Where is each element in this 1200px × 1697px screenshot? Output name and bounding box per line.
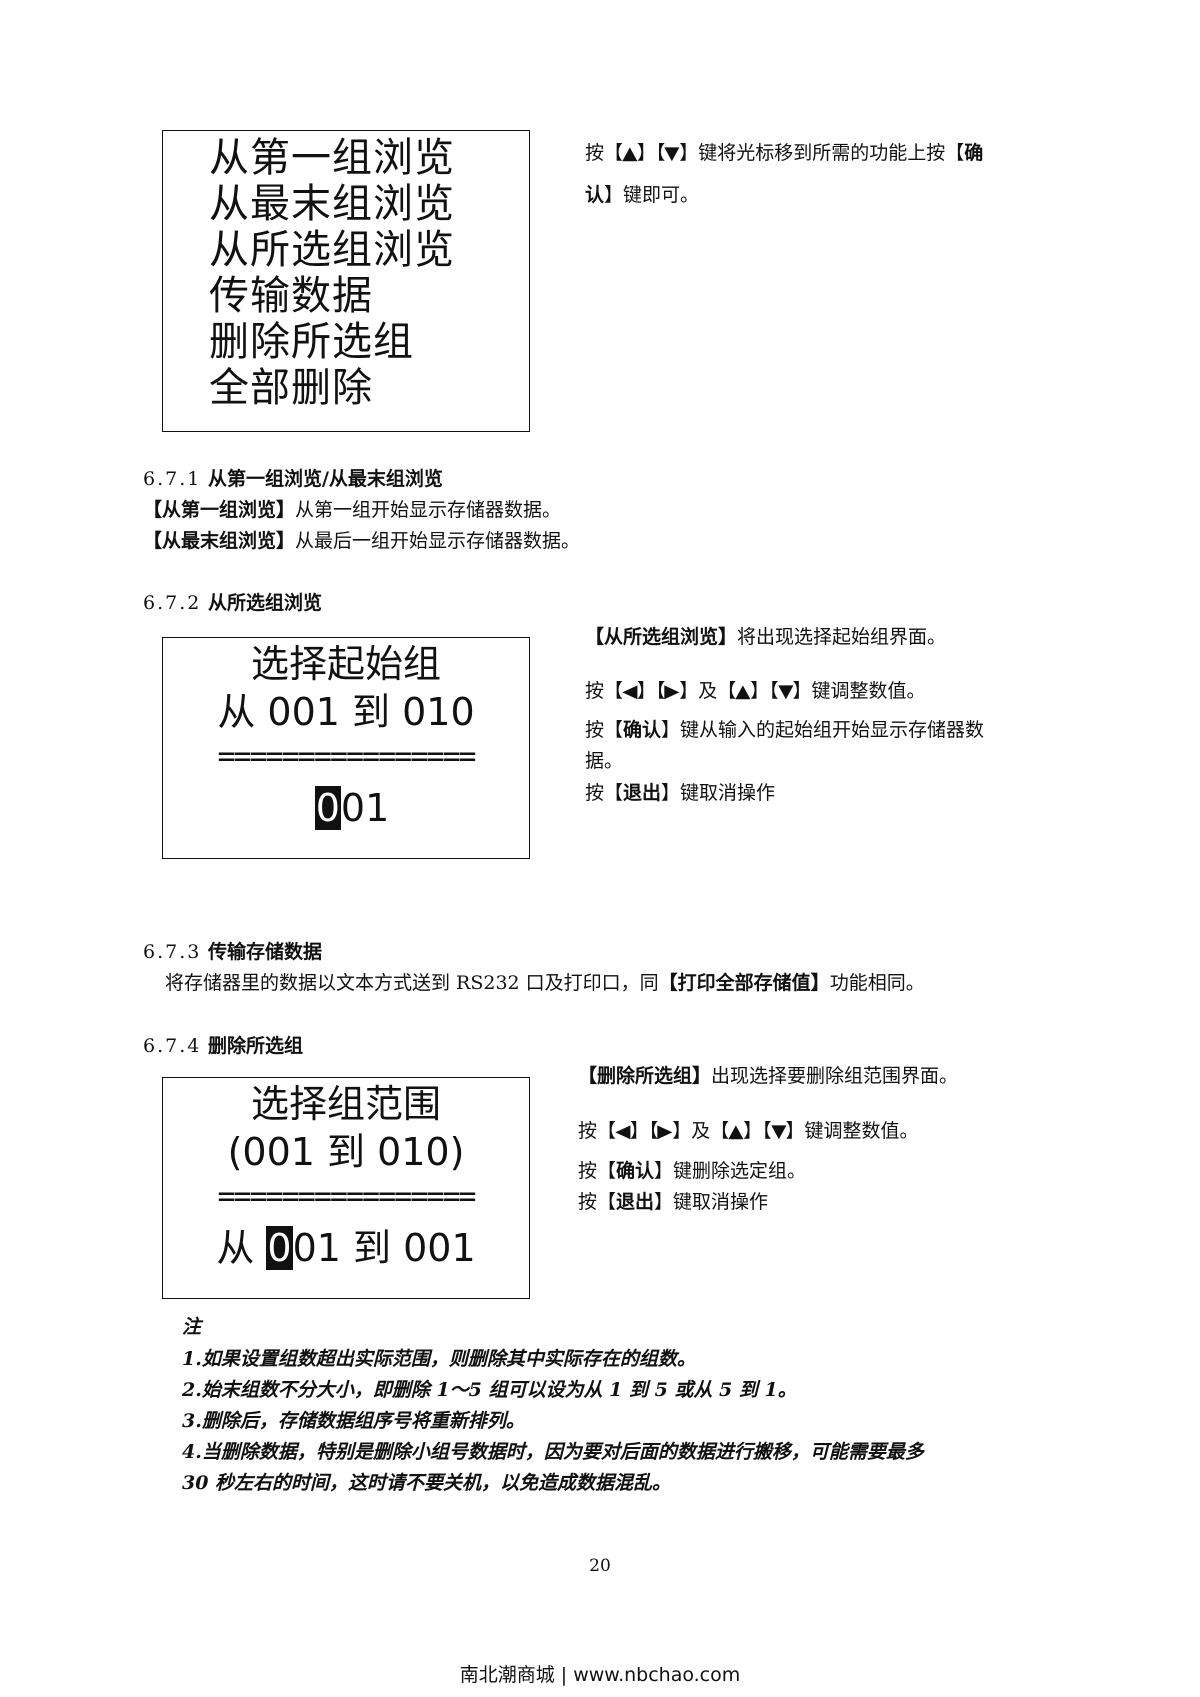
section-heading: 6.7.4 删除所选组 — [143, 1035, 303, 1057]
select-start-screen: 选择起始组 从 001 到 010 ================ 001 — [162, 637, 530, 859]
menu-desc-line2: 认】键即可。 — [585, 184, 700, 206]
menu-item: 全部删除 — [209, 365, 373, 411]
menu-screen: 从第一组浏览 从最末组浏览 从所选组浏览 传输数据 删除所选组 全部删除 — [162, 130, 530, 432]
screen-range: 从 001 到 010 — [217, 690, 475, 734]
screen-value: 001 — [314, 786, 390, 830]
screen-range: (001 到 010) — [227, 1130, 465, 1174]
sec671-line2: 【从最末组浏览】从最后一组开始显示存储器数据。 — [143, 530, 581, 552]
menu-item: 传输数据 — [209, 273, 373, 319]
menu-item: 从最末组浏览 — [209, 181, 455, 227]
note-item: 4.当删除数据，特别是删除小组号数据时，因为要对后面的数据进行搬移，可能需要最多 — [182, 1441, 924, 1463]
notes-heading: 注 — [182, 1316, 202, 1338]
select-range-screen: 选择组范围 (001 到 010) ================ 从 001… — [162, 1077, 530, 1299]
sec674-line3: 按【确认】键删除选定组。 — [578, 1160, 807, 1182]
screen-separator: ================ — [217, 742, 477, 772]
up-arrow-icon: ▲ — [735, 681, 751, 702]
screen-title: 选择组范围 — [250, 1082, 441, 1126]
menu-item: 删除所选组 — [209, 319, 414, 365]
sec672-line3: 按【确认】键从输入的起始组开始显示存储器数 — [585, 719, 985, 741]
sec674-line1: 【删除所选组】出现选择要删除组范围界面。 — [578, 1065, 959, 1087]
cursor-digit: 0 — [314, 786, 341, 830]
note-item: 2.始末组数不分大小，即删除 1～5 组可以设为从 1 到 5 或从 5 到 1… — [182, 1379, 797, 1401]
screen-title: 选择起始组 — [250, 642, 441, 686]
left-arrow-icon: ◀ — [622, 681, 638, 702]
left-arrow-icon: ◀ — [615, 1121, 631, 1142]
right-arrow-icon: ▶ — [657, 1121, 673, 1142]
down-arrow-icon: ▼ — [770, 1121, 787, 1142]
section-heading: 6.7.2 从所选组浏览 — [143, 592, 322, 614]
sec672-line1: 【从所选组浏览】将出现选择起始组界面。 — [585, 626, 947, 648]
menu-item: 从第一组浏览 — [209, 135, 455, 181]
sec673-text: 将存储器里的数据以文本方式送到 RS232 口及打印口，同【打印全部存储值】功能… — [165, 972, 925, 994]
down-arrow-icon: ▼ — [777, 681, 794, 702]
sec672-line4: 据。 — [585, 750, 624, 772]
up-arrow-icon: ▲ — [622, 143, 638, 164]
screen-separator: ================ — [217, 1182, 477, 1212]
sec671-line1: 【从第一组浏览】从第一组开始显示存储器数据。 — [143, 499, 562, 521]
section-heading: 6.7.1 从第一组浏览/从最末组浏览 — [143, 468, 443, 490]
menu-desc-line1: 按【▲】【▼】键将光标移到所需的功能上按【确 — [585, 138, 983, 169]
note-item: 3.删除后，存储数据组序号将重新排列。 — [182, 1410, 525, 1432]
note-item: 1.如果设置组数超出实际范围，则删除其中实际存在的组数。 — [182, 1348, 696, 1370]
up-arrow-icon: ▲ — [728, 1121, 744, 1142]
note-item: 30 秒左右的时间，这时请不要关机，以免造成数据混乱。 — [182, 1472, 672, 1494]
menu-item: 从所选组浏览 — [209, 227, 455, 273]
cursor-digit: 0 — [266, 1226, 293, 1270]
down-arrow-icon: ▼ — [664, 143, 680, 164]
right-arrow-icon: ▶ — [664, 681, 680, 702]
sec672-line2: 按【◀】【▶】及【▲】【▼】键调整数值。 — [585, 676, 925, 707]
sec672-line5: 按【退出】键取消操作 — [585, 782, 776, 804]
page-number: 20 — [589, 1556, 611, 1576]
section-heading: 6.7.3 传输存储数据 — [143, 941, 322, 963]
screen-value: 从 001 到 001 — [216, 1226, 476, 1270]
sec674-line4: 按【退出】键取消操作 — [578, 1191, 769, 1213]
sec674-line2: 按【◀】【▶】及【▲】【▼】键调整数值。 — [578, 1116, 918, 1147]
footer-watermark[interactable]: 南北潮商城 | www.nbchao.com — [459, 1664, 741, 1686]
